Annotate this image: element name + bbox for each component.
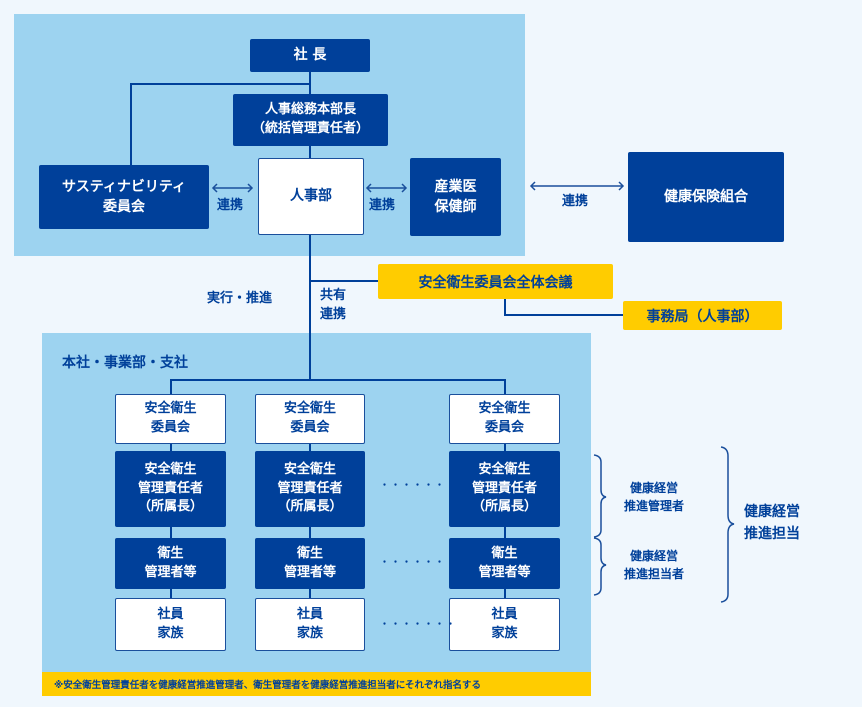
hr-executive-title: 人事総務本部長 bbox=[264, 102, 356, 118]
box-line: 社員 bbox=[491, 606, 518, 622]
box-line: 管理責任者 bbox=[137, 480, 203, 496]
safety-manager-box: 安全衛生管理責任者 （所属長） bbox=[115, 451, 226, 527]
link-label-right: 連携 bbox=[369, 198, 396, 213]
hr-department-label: 人事部 bbox=[290, 188, 332, 205]
connector-line bbox=[309, 235, 311, 379]
hr-executive-role: （統括管理責任者） bbox=[251, 121, 369, 136]
ellipsis: ・・・・・・・ bbox=[380, 620, 458, 630]
box-line: 安全衛生 bbox=[283, 401, 336, 417]
box-line: 家族 bbox=[157, 625, 184, 641]
box-line: 家族 bbox=[491, 625, 518, 641]
box-line: 安全衛生 bbox=[144, 401, 197, 417]
hygiene-manager-box: 衛生管理者等 bbox=[255, 538, 365, 589]
connector-line bbox=[170, 379, 505, 381]
role-line: 推進担当者 bbox=[623, 567, 684, 581]
employees-families-box: 社員家族 bbox=[449, 598, 560, 651]
occupational-health-box: 産業医 保健師 bbox=[410, 158, 501, 236]
committee-label: 委員会 bbox=[103, 199, 145, 215]
box-line: （所属長） bbox=[277, 499, 343, 515]
link-label-external: 連携 bbox=[562, 194, 589, 209]
connector-line bbox=[130, 83, 310, 85]
promotion-manager-label: 健康経営 推進管理者 bbox=[614, 479, 694, 515]
sustainability-label: サスティナビリティ bbox=[61, 178, 187, 195]
share-link-label: 共有 連携 bbox=[320, 287, 346, 325]
brace-icon bbox=[720, 446, 735, 603]
box-line: 委員会 bbox=[290, 420, 330, 435]
box-line: 委員会 bbox=[150, 420, 190, 435]
safety-committee-box: 安全衛生委員会 bbox=[449, 394, 560, 444]
box-line: 社員 bbox=[296, 606, 323, 622]
sustainability-committee-box: サスティナビリティ 委員会 bbox=[39, 165, 209, 229]
box-line: 委員会 bbox=[484, 420, 524, 435]
promotion-staff-label: 健康経営 推進担当者 bbox=[614, 547, 694, 583]
secretariat-label: 事務局（人事部） bbox=[646, 308, 759, 325]
box-line: 安全衛生 bbox=[478, 461, 531, 477]
brace-icon bbox=[593, 537, 607, 596]
box-line: 社員 bbox=[157, 606, 184, 622]
connector-line bbox=[504, 379, 506, 394]
health-insurance-box: 健康保険組合 bbox=[628, 152, 784, 242]
connector-line bbox=[170, 379, 172, 394]
president-box: 社 長 bbox=[250, 39, 370, 72]
employees-families-box: 社員家族 bbox=[115, 598, 226, 651]
execute-promote-label: 実行・推進 bbox=[207, 291, 273, 306]
hygiene-manager-box: 衛生管理者等 bbox=[115, 538, 226, 589]
connector-line bbox=[310, 280, 378, 282]
brace-icon bbox=[593, 454, 607, 538]
box-line: 安全衛生 bbox=[144, 461, 197, 477]
note-text: ※安全衛生管理責任者を健康経営推進管理者、衛生管理者を健康経営推進担当者にそれぞ… bbox=[54, 680, 482, 691]
connector-line bbox=[504, 299, 506, 315]
box-line: 安全衛生 bbox=[283, 461, 336, 477]
secretariat-box: 事務局（人事部） bbox=[623, 301, 782, 330]
plenary-meeting-box: 安全衛生委員会全体会議 bbox=[378, 264, 613, 299]
double-arrow-icon bbox=[365, 183, 408, 193]
double-arrow-icon bbox=[529, 181, 625, 191]
box-line: 管理責任者 bbox=[277, 480, 343, 496]
role-line: 健康経営 bbox=[629, 481, 678, 495]
box-line: 管理者等 bbox=[144, 564, 197, 580]
note-banner: ※安全衛生管理責任者を健康経営推進管理者、衛生管理者を健康経営推進担当者にそれぞ… bbox=[42, 672, 591, 696]
box-line: （所属長） bbox=[137, 499, 203, 515]
box-line: 家族 bbox=[296, 625, 323, 641]
hygiene-manager-box: 衛生管理者等 bbox=[449, 538, 560, 589]
promotion-overall-label: 健康経営 推進担当 bbox=[744, 502, 800, 545]
role-line: 推進担当 bbox=[744, 525, 800, 542]
hr-executive-box: 人事総務本部長 （統括管理責任者） bbox=[233, 94, 388, 146]
connector-line bbox=[504, 314, 623, 316]
box-line: 衛生 bbox=[296, 545, 323, 561]
role-line: 健康経営 bbox=[744, 504, 800, 520]
share-label: 共有 bbox=[320, 288, 347, 303]
ellipsis: ・・・・・・・ bbox=[380, 558, 458, 568]
ellipsis: ・・・・・・・ bbox=[380, 481, 458, 491]
hr-department-box: 人事部 bbox=[258, 158, 364, 235]
box-line: 安全衛生 bbox=[478, 401, 531, 417]
branch-title: 本社・事業部・支社 bbox=[62, 355, 188, 371]
connector-line bbox=[309, 146, 311, 158]
box-line: 管理責任者 bbox=[471, 480, 537, 496]
safety-committee-box: 安全衛生委員会 bbox=[255, 394, 365, 444]
link-label: 連携 bbox=[320, 306, 347, 322]
safety-manager-box: 安全衛生管理責任者 （所属長） bbox=[255, 451, 365, 527]
occupational-physician-label: 産業医 bbox=[434, 178, 477, 195]
safety-manager-box: 安全衛生管理責任者 （所属長） bbox=[449, 451, 560, 527]
connector-line bbox=[130, 83, 132, 165]
box-line: （所属長） bbox=[471, 499, 537, 515]
health-insurance-label: 健康保険組合 bbox=[664, 188, 748, 205]
plenary-meeting-label: 安全衛生委員会全体会議 bbox=[418, 274, 573, 291]
connector-line bbox=[309, 72, 311, 94]
employees-families-box: 社員家族 bbox=[255, 598, 365, 651]
role-line: 健康経営 bbox=[629, 549, 678, 563]
link-label-left: 連携 bbox=[217, 198, 244, 213]
box-line: 衛生 bbox=[157, 545, 184, 561]
public-health-nurse-label: 保健師 bbox=[434, 199, 477, 215]
president-label: 社 長 bbox=[293, 47, 327, 64]
box-line: 管理者等 bbox=[478, 564, 531, 580]
box-line: 衛生 bbox=[491, 545, 518, 561]
double-arrow-icon bbox=[211, 183, 254, 193]
role-line: 推進管理者 bbox=[623, 499, 684, 513]
safety-committee-box: 安全衛生委員会 bbox=[115, 394, 226, 444]
box-line: 管理者等 bbox=[283, 564, 336, 580]
